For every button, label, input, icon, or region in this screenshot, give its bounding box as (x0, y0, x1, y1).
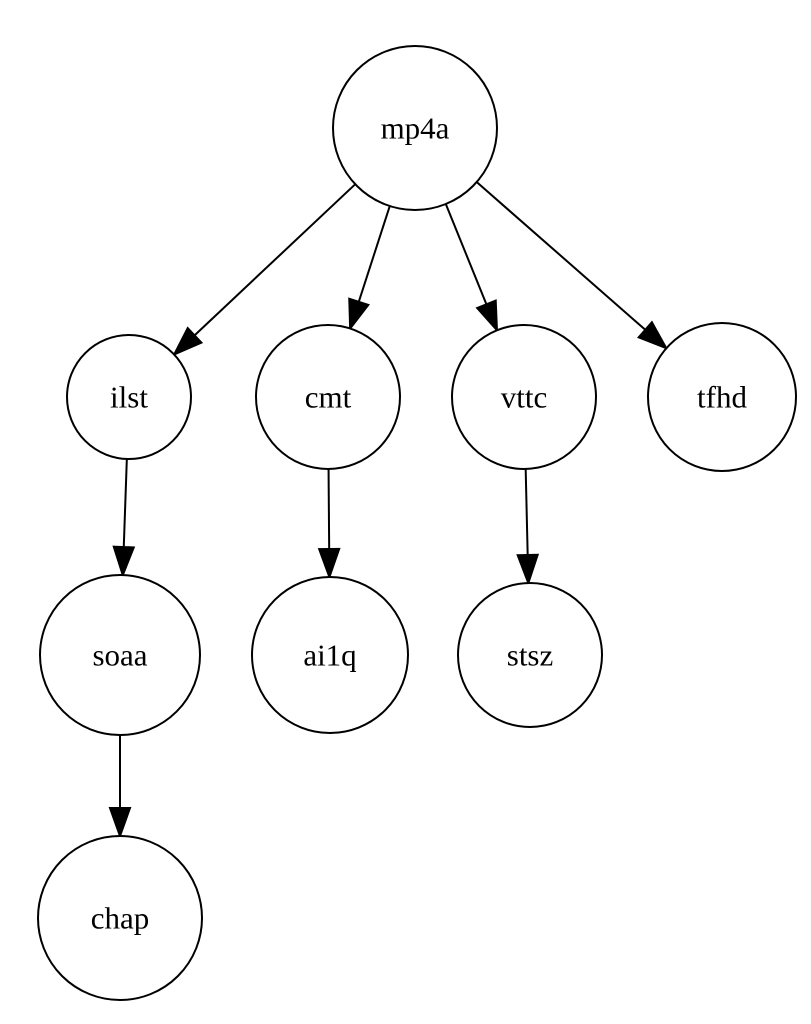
node-label: ilst (110, 380, 148, 415)
edges-layer (108, 181, 669, 839)
arrowhead-icon (516, 553, 540, 586)
edge-mp4a-vttc (444, 203, 499, 334)
node-vttc: vttc (451, 324, 597, 470)
edge-line (327, 468, 331, 550)
node-circle (332, 45, 498, 211)
arrowhead-icon (171, 326, 204, 357)
edge-vttc-stsz (516, 468, 540, 586)
arrowhead-icon (475, 299, 499, 334)
edge-cmt-ai1q (317, 468, 341, 580)
node-mp4a: mp4a (332, 45, 498, 211)
node-label: vttc (501, 380, 548, 415)
edge-line (524, 468, 529, 556)
node-soaa: soaa (39, 574, 201, 736)
node-circle (457, 582, 603, 728)
edge-line (357, 205, 391, 303)
edge-line (193, 183, 356, 337)
arrowhead-icon (112, 545, 136, 579)
node-label: soaa (92, 638, 147, 673)
edge-line (444, 203, 488, 305)
node-tfhd: tfhd (647, 322, 797, 472)
edge-ilst-soaa (112, 458, 136, 579)
node-label: cmt (305, 380, 352, 415)
edge-line (476, 181, 646, 331)
nodes-layer: mp4a ilst cmt vttc tfhd soaa ai1q stsz chap (37, 45, 797, 1001)
edge-soaa-chap (108, 735, 132, 839)
edge-mp4a-ilst (171, 183, 356, 357)
node-ilst: ilst (66, 334, 192, 460)
node-label: mp4a (381, 111, 450, 146)
node-label: tfhd (697, 380, 747, 415)
edge-line (122, 458, 128, 548)
node-circle (37, 835, 203, 1001)
node-stsz: stsz (457, 582, 603, 728)
arrowhead-icon (637, 320, 669, 351)
node-circle (66, 334, 192, 460)
node-circle (39, 574, 201, 736)
node-cmt: cmt (255, 324, 401, 470)
node-ai1q: ai1q (251, 576, 409, 734)
node-chap: chap (37, 835, 203, 1001)
arrowhead-icon (348, 297, 370, 332)
node-circle (255, 324, 401, 470)
node-label: stsz (507, 638, 554, 673)
arrowhead-icon (317, 547, 341, 580)
node-circle (647, 322, 797, 472)
edge-mp4a-cmt (348, 205, 391, 332)
edge-mp4a-tfhd (476, 181, 669, 351)
arrowhead-icon (108, 807, 132, 839)
node-label: chap (91, 901, 150, 936)
node-circle (451, 324, 597, 470)
node-label: ai1q (303, 638, 356, 673)
node-circle (251, 576, 409, 734)
